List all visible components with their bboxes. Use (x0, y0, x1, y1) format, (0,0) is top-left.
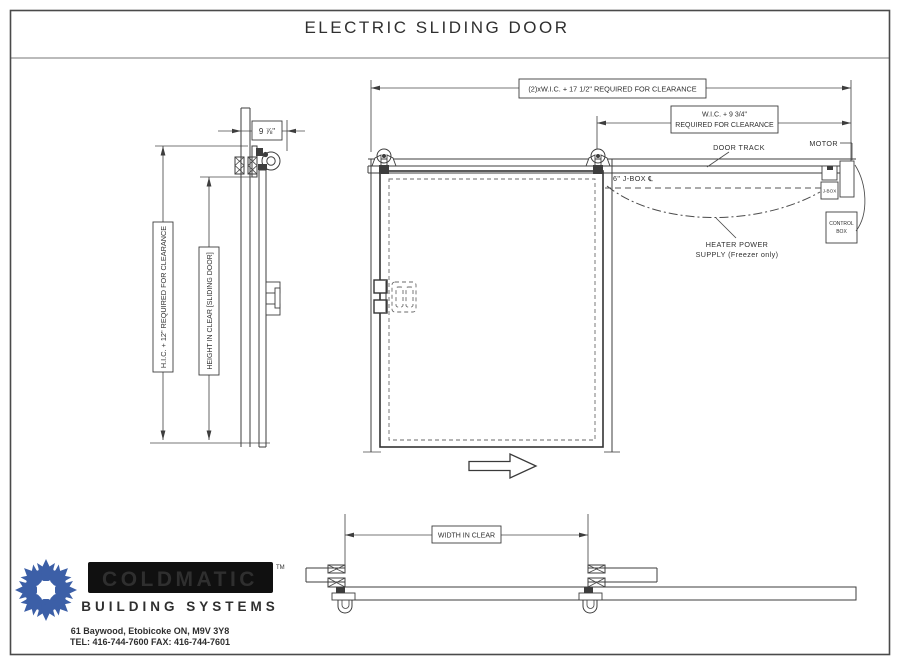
sheet-frame (9, 9, 891, 656)
company-address: 61 Baywood, Etobicoke ON, M9V 3Y8 (71, 626, 230, 636)
dim-wic: W.I.C. + 9 3/4" REQUIRED FOR CLEARANCE (597, 105, 851, 134)
dim-label-box (251, 120, 283, 141)
plan-wall-left (305, 564, 346, 588)
dim-label-box (518, 78, 707, 99)
brand-subtitle: BUILDING SYSTEMS (81, 599, 279, 614)
elevation-view (363, 148, 856, 480)
jbox-label: J-BOX (823, 189, 837, 194)
track-clamp (256, 148, 263, 156)
side-lag-bolts (234, 156, 258, 175)
plan-hardware-left (331, 587, 356, 614)
door-panel (379, 170, 604, 448)
dim-width-clear: WIDTH IN CLEAR (345, 525, 588, 544)
motor-box (839, 160, 855, 198)
dim-label-box (431, 525, 502, 544)
plan-wall-right (587, 564, 658, 588)
door-opening-dashed (388, 178, 596, 441)
dim-track-offset: 9 ⅞" (218, 120, 305, 151)
heater-label-2: SUPPLY (Freezer only) (696, 250, 779, 259)
page-border (9, 9, 891, 656)
dim-arrow (287, 128, 296, 134)
dim-overall: (2)xW.I.C. + 17 1/2" REQUIRED FOR CLEARA… (371, 78, 851, 99)
dim-wic-label-2: REQUIRED FOR CLEARANCE (675, 122, 774, 129)
logo-block: COLDMATIC TM BUILDING SYSTEMS 61 Baywood… (14, 558, 285, 647)
jbox-note: 6" J-BOX ℄ (613, 174, 653, 183)
drive-components: J-BOX CONTROL BOX 6" J-BOX ℄ HEATER POWE… (605, 160, 866, 259)
heater-cable-curve (606, 185, 821, 218)
dim-hic-label: H.I.C. + 12" REQUIRED FOR CLEARANCE (159, 226, 168, 368)
dim-arrow (232, 128, 241, 134)
dim-overall-label: (2)xW.I.C. + 17 1/2" REQUIRED FOR CLEARA… (528, 85, 696, 94)
door-hanger-left (371, 148, 397, 174)
side-door-handle (265, 281, 281, 316)
dim-wic-label-1: W.I.C. + 9 3/4" (702, 112, 748, 119)
brand-box (88, 562, 273, 593)
snowflake-logo (14, 558, 78, 622)
top-dimensions: (2)xW.I.C. + 17 1/2" REQUIRED FOR CLEARA… (370, 78, 853, 168)
door-handle (373, 279, 417, 314)
control-box: CONTROL BOX (825, 211, 858, 244)
heater-callout: HEATER POWER SUPPLY (Freezer only) (696, 217, 779, 259)
slide-direction-arrow (468, 452, 538, 480)
control-box-label-2: BOX (836, 229, 847, 235)
company-phone: TEL: 416-744-7600 FAX: 416-744-7601 (70, 637, 230, 647)
motor-control-cable (854, 164, 866, 232)
hanger-clamp (258, 164, 267, 170)
dim-label-box (670, 105, 779, 134)
dim-height-clear: HEIGHT IN CLEAR [SLIDING DOOR] (198, 176, 257, 440)
motor-callout: MOTOR (809, 139, 853, 160)
plan-hardware-right (578, 587, 603, 614)
roller-hook-inner (266, 156, 276, 166)
roller-pin (262, 151, 269, 158)
dim-hic: H.I.C. + 12" REQUIRED FOR CLEARANCE (152, 145, 248, 440)
dim-track-offset-label: 9 ⅞" (259, 127, 275, 136)
brand-wordmark: COLDMATIC (102, 568, 258, 591)
side-door-slab (258, 169, 267, 448)
dim-width-clear-label: WIDTH IN CLEAR (438, 533, 495, 540)
page-title: ELECTRIC SLIDING DOOR (304, 18, 569, 37)
control-box-label-1: CONTROL (829, 221, 854, 227)
door-track-label: DOOR TRACK (713, 143, 765, 152)
maple-leaf-snowflake-icon (14, 558, 78, 622)
plan-view: WIDTH IN CLEAR (305, 514, 857, 614)
dim-label-box (198, 246, 220, 376)
door-track-callout: DOOR TRACK (706, 143, 765, 168)
trademark-symbol: TM (276, 565, 285, 571)
dim-label-box (152, 221, 174, 373)
roller-hook-outer (261, 151, 281, 171)
heater-label-1: HEATER POWER (706, 240, 769, 249)
motor-label: MOTOR (809, 139, 838, 148)
side-view: 9 ⅞" (150, 107, 305, 448)
junction-box: J-BOX (820, 181, 839, 200)
door-hanger-right (585, 148, 611, 174)
dim-height-clear-label: HEIGHT IN CLEAR [SLIDING DOOR] (207, 252, 214, 369)
